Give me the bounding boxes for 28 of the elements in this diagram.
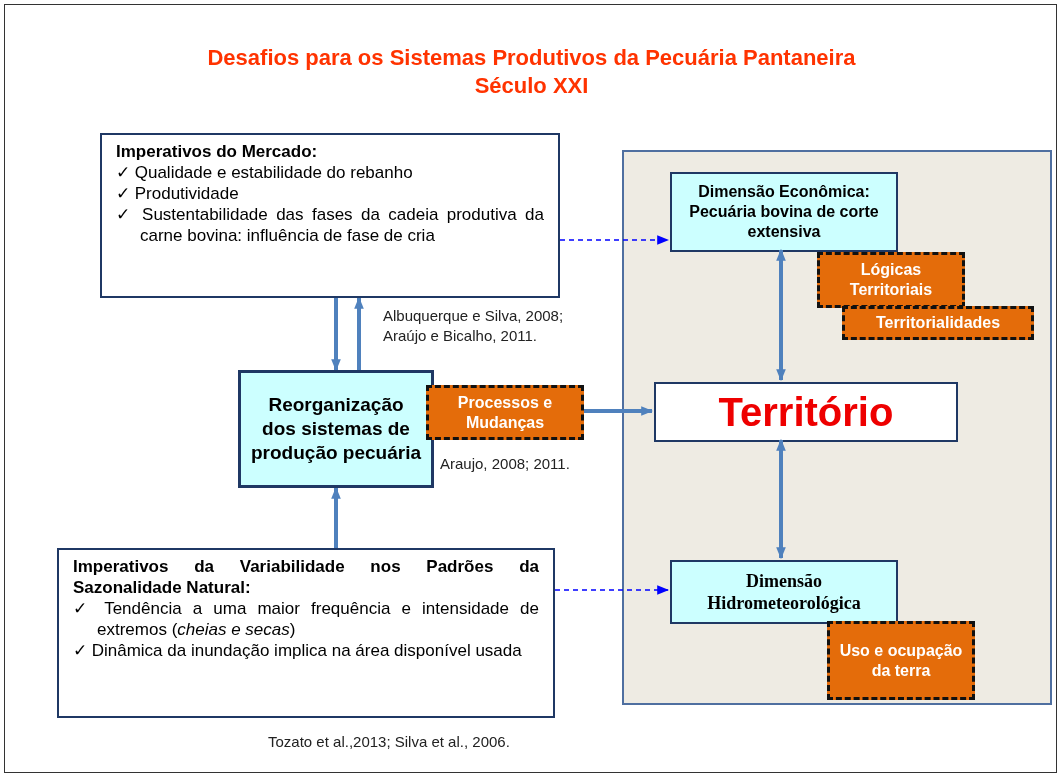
title: Desafios para os Sistemas Produtivos da Pecuária Pantaneira Século XXI: [206, 44, 857, 100]
tag-box: Territorialidades: [842, 306, 1034, 340]
citation-note: Albuquerque e Silva, 2008; Araújo e Bicalho, 2011.: [383, 306, 565, 346]
arrow: [354, 296, 364, 370]
dimension-box: Dimensão Hidrometeorológica: [670, 560, 898, 624]
citation-note: Araujo, 2008; 2011.: [440, 454, 571, 474]
arrow: [331, 298, 341, 372]
tag-box: Uso e ocupação da terra: [827, 621, 975, 700]
arrow: [584, 406, 654, 416]
arrow: [559, 235, 670, 245]
checklist-item: ✓ Qualidade e estabilidade do rebanho: [116, 162, 414, 183]
tag-box: Processos e Mudanças: [426, 385, 584, 440]
arrow: [554, 585, 670, 595]
panel-background: [622, 150, 1052, 705]
box-heading: Imperativos da Variabilidade nos Padrões da Sazonalidade Natural:: [73, 556, 539, 598]
checklist-item: ✓ Dinâmica da inundação implica na área disponível usada: [73, 640, 523, 661]
central-box: Território: [654, 382, 958, 442]
checklist-item: ✓ Tendência a uma maior frequência e intensidade de extremos (cheias e secas): [73, 598, 539, 640]
text-box: [57, 548, 555, 718]
citation-note: Tozato et al.,2013; Silva et al., 2006.: [268, 732, 511, 752]
tag-box: Lógicas Territoriais: [817, 252, 965, 308]
dimension-box: Dimensão Econômica: Pecuária bovina de corte extensiva: [670, 172, 898, 252]
checklist-item: ✓ Produtividade: [116, 183, 240, 204]
process-box: Reorganização dos sistemas de produção pecuária: [238, 370, 434, 488]
text-box: [100, 133, 560, 298]
arrow: [331, 486, 341, 548]
checklist-item: ✓ Sustentabilidade das fases da cadeia produtiva da carne bovina: influência de fase de cria: [116, 204, 544, 246]
box-heading: Imperativos do Mercado:: [116, 141, 319, 162]
